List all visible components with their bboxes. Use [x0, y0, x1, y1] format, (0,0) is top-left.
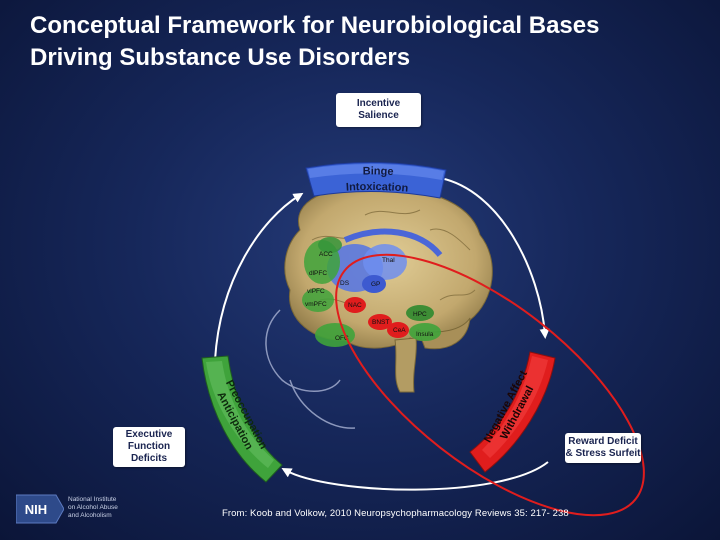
brain: ACC dlPFC vlPFC vmPFC OFC DS GP Thal NAC… [284, 187, 493, 393]
label-dlpfc: dlPFC [309, 270, 327, 277]
label-acc: ACC [319, 251, 333, 258]
label-gp: GP [371, 281, 380, 288]
title-line-2: Driving Substance Use Disorders [30, 44, 411, 71]
region-nac [344, 297, 366, 313]
region-thal [363, 244, 407, 280]
region-vmpfc [302, 288, 334, 312]
stage-binge-intoxication: Binge Intoxication [305, 162, 447, 199]
label-bnst: BNST [372, 319, 389, 326]
nih-logo-mark: NIH [25, 502, 47, 517]
region-acc [318, 237, 342, 253]
label-nac: NAC [348, 302, 362, 309]
cycle-arrow-top-right [439, 177, 550, 339]
executive-line-3: Deficits [130, 453, 168, 464]
highlight-ellipse [335, 253, 645, 517]
incentive-line-1: Incentive [356, 98, 401, 109]
executive-line-1: Executive [125, 429, 173, 440]
label-ofc: OFC [335, 335, 349, 342]
label-vlpfc: vlPFC [307, 288, 325, 295]
label-ds: DS [340, 280, 350, 287]
reward-deficit-box: Reward Deficit & Stress Surfeit [565, 433, 641, 463]
citation: From: Koob and Volkow, 2010 Neuropsychop… [222, 508, 569, 519]
region-ofc [315, 323, 355, 347]
nih-line-2: on Alcohol Abuse [68, 504, 118, 511]
label-cea: CeA [393, 327, 406, 334]
binge-line-1: Binge [363, 165, 394, 178]
head-outline [265, 309, 356, 429]
nih-logo: NIH [16, 494, 64, 524]
label-insula: Insula [416, 331, 434, 338]
svg-text:Intoxication: Intoxication [346, 181, 409, 195]
executive-line-2: Function [127, 441, 171, 452]
stage-negative-affect-withdrawal: Negative Affect Withdrawal [469, 351, 556, 473]
region-hpc [406, 305, 434, 321]
region-gp [362, 275, 386, 293]
binge-line-2: Intoxication [346, 181, 409, 195]
cycle-arrow-bottom [281, 461, 549, 491]
label-hpc: HPC [413, 311, 427, 318]
incentive-line-2: Salience [358, 110, 399, 121]
region-insula [409, 323, 441, 341]
nih-line-1: National Institute [68, 496, 117, 503]
reward-line-1: Reward Deficit [568, 436, 638, 447]
region-bnst [368, 314, 392, 330]
incentive-salience-box: Incentive Salience [336, 93, 421, 127]
reward-line-2: & Stress Surfeit [565, 448, 641, 459]
page-title: Conceptual Framework for Neurobiological… [30, 10, 710, 74]
title-line-1: Conceptual Framework for Neurobiological… [30, 12, 600, 39]
stage-preoccupation-anticipation: Preoccupation Anticipation [201, 355, 283, 483]
label-vmpfc: vmPFC [305, 301, 327, 308]
nih-line-3: and Alcoholism [68, 512, 112, 519]
executive-function-box: Executive Function Deficits [113, 427, 185, 467]
nih-institute-name: National Institute on Alcohol Abuse and … [68, 496, 148, 520]
label-thal: Thal [382, 257, 395, 264]
svg-text:Binge: Binge [363, 165, 394, 178]
blue-pathway [343, 228, 443, 257]
region-cea [387, 322, 409, 338]
cycle-arrow-left [214, 192, 304, 361]
